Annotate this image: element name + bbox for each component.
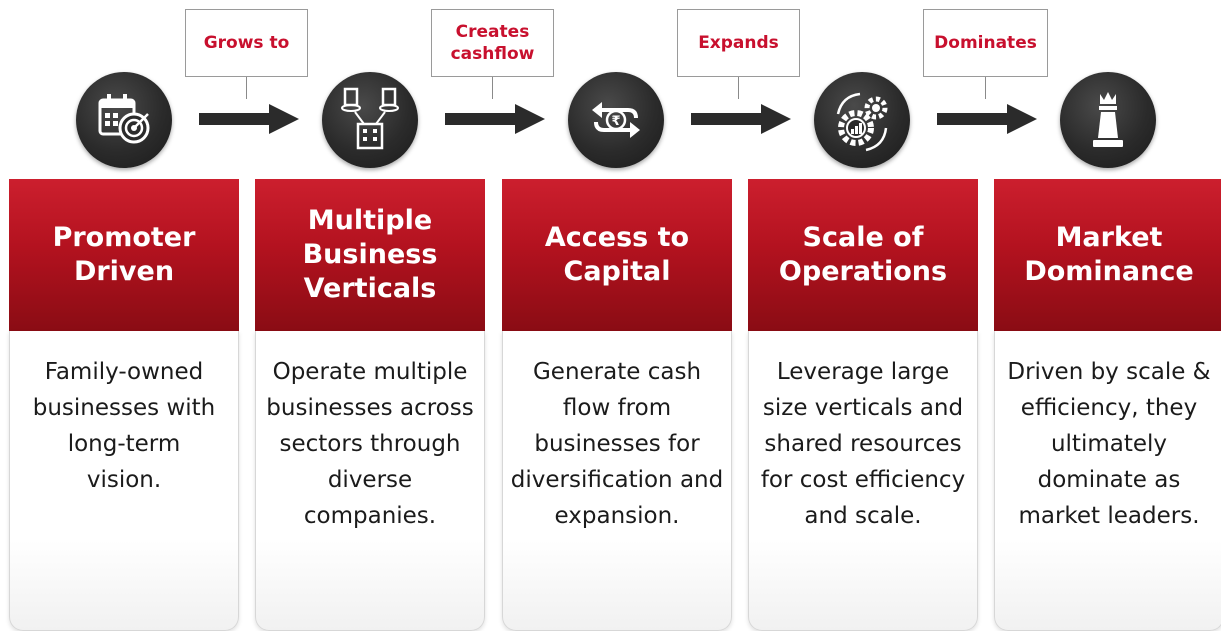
stage-title-scale-of-operations: Scale of Operations	[748, 179, 978, 331]
stage-title-promoter-driven: Promoter Driven	[9, 179, 239, 331]
stage-card	[502, 331, 732, 631]
stage-card	[748, 331, 978, 631]
stage-description: Operate multiple businesses across secto…	[266, 359, 474, 529]
stage-description: Generate cash flow from businesses for d…	[510, 359, 724, 529]
chess-king-icon	[1060, 72, 1156, 168]
right-arrow-icon	[445, 104, 545, 134]
stage-title-multiple-business-verticals: Multiple Business Verticals	[255, 179, 485, 331]
connector-label-creates-cashflow: Creates cashflow	[431, 9, 554, 77]
stage-description: Leverage large size verticals and shared…	[760, 359, 966, 529]
rupee-cycle-icon: ₹	[568, 72, 664, 168]
calendar-target-icon	[76, 72, 172, 168]
right-arrow-icon	[937, 104, 1037, 134]
stage-description: Family-owned businesses with long-term v…	[32, 359, 216, 493]
buildings-network-icon	[322, 72, 418, 168]
connector-stem	[492, 77, 493, 99]
stage-card	[9, 331, 239, 631]
connector-stem	[738, 77, 739, 99]
connector-label-dominates: Dominates	[923, 9, 1048, 77]
stage-description: Driven by scale & efficiency, they ultim…	[1007, 359, 1211, 529]
connector-label-expands: Expands	[677, 9, 800, 77]
stage-title-access-to-capital: Access to Capital	[502, 179, 732, 331]
connector-label-grows: Grows to	[185, 9, 308, 77]
connector-stem	[246, 77, 247, 99]
right-arrow-icon	[691, 104, 791, 134]
right-arrow-icon	[199, 104, 299, 134]
stage-title-market-dominance: Market Dominance	[994, 179, 1221, 331]
gears-chart-icon	[814, 72, 910, 168]
connector-stem	[985, 77, 986, 99]
stage-card	[994, 331, 1221, 631]
svg-text:₹: ₹	[611, 114, 620, 129]
